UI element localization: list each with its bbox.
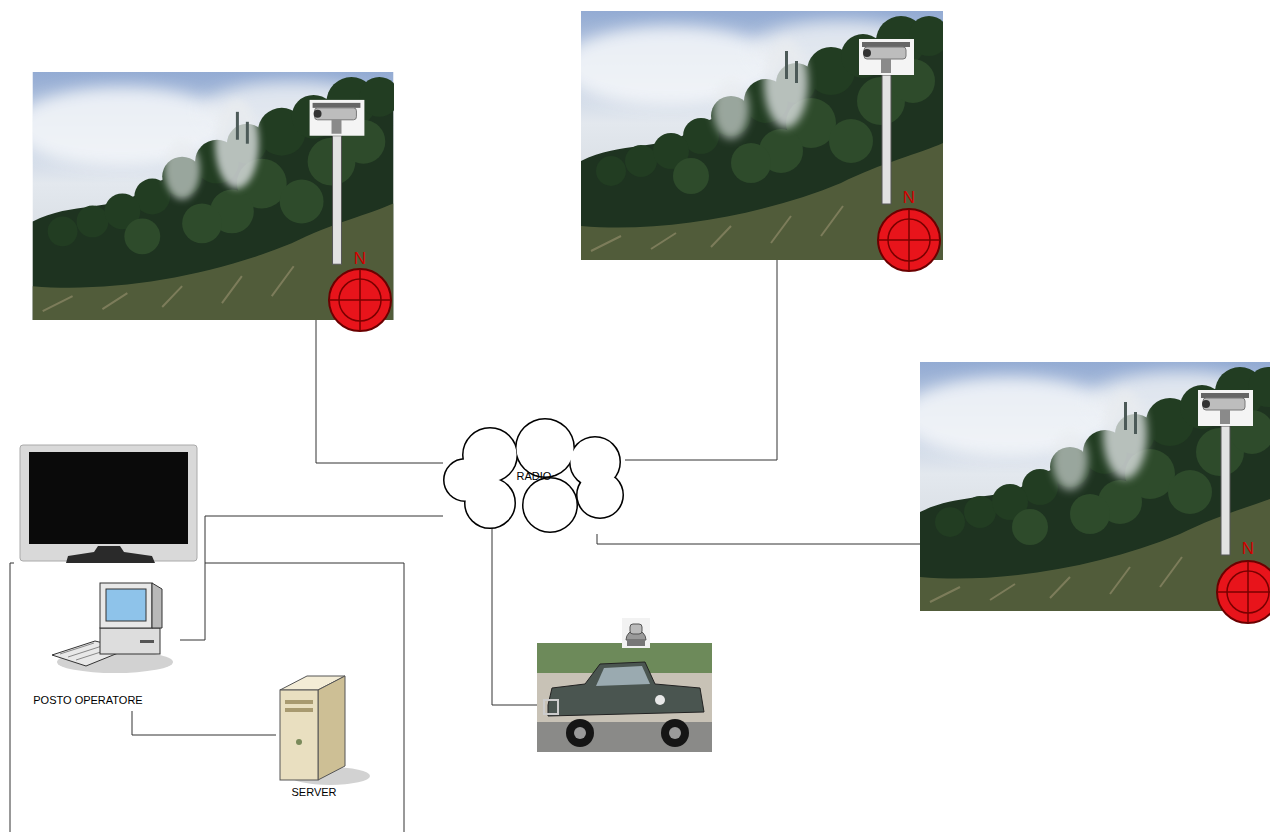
cloud-lobe (578, 473, 623, 518)
vehicle-camera-head (630, 624, 642, 634)
monitor-stand (66, 546, 155, 563)
cloud-lobe (445, 460, 486, 501)
wheel (661, 719, 689, 747)
pickup-window (596, 666, 650, 686)
radio-link-line (180, 516, 443, 640)
cloud-lobe (517, 420, 574, 477)
compass-symbol (329, 269, 391, 331)
camera-site: N (32, 72, 394, 320)
server: SERVER (276, 672, 352, 803)
monitor-screen (29, 452, 188, 544)
radio-link-line (625, 260, 777, 460)
wheel-hub (574, 727, 586, 739)
server-front (280, 690, 318, 780)
radio-link-line (597, 534, 920, 544)
server-bay (285, 708, 313, 712)
pc-case (100, 628, 160, 654)
camera-site: N (920, 362, 1270, 611)
radio-link-line (492, 522, 537, 705)
enclosure-line (205, 563, 404, 832)
compass-symbol (1217, 561, 1270, 623)
door-emblem (655, 695, 665, 705)
server-side (318, 676, 345, 780)
compass-symbol (878, 209, 940, 271)
pc-screen (106, 589, 146, 621)
bull-bar (544, 700, 558, 714)
vehicle-camera-base (627, 640, 645, 646)
cloud-lobe (524, 479, 577, 532)
north-label: N (345, 250, 375, 268)
monitor-frame (20, 445, 197, 561)
pickup-body (548, 662, 704, 716)
wheel-hub (669, 727, 681, 739)
vehicle-camera-panel (622, 618, 650, 648)
cloud-fill (578, 473, 623, 518)
cloud-fill (445, 460, 486, 501)
node-label: POSTO OPERATORE (30, 694, 146, 707)
pc-monitor-side (152, 583, 162, 628)
camera-site-photo (900, 362, 1270, 611)
radio-link-line (316, 320, 443, 463)
north-label: N (894, 189, 924, 207)
server-bay (285, 700, 313, 704)
vehicle-photo (537, 643, 712, 752)
operator-station: POSTO OPERATORE (30, 580, 180, 711)
node-label: SERVER (276, 786, 352, 799)
pc-monitor (100, 583, 152, 628)
camera-site: N (581, 11, 943, 260)
cloud-fill (517, 420, 574, 477)
node-label: RADIO (513, 470, 556, 483)
radio-link-line (132, 711, 276, 735)
wheel (566, 719, 594, 747)
server-button (296, 739, 302, 745)
radio-cloud: RADIO (443, 418, 625, 534)
north-label: N (1233, 540, 1263, 558)
enclosure-line (10, 563, 14, 832)
pc-drive (140, 640, 154, 643)
cloud-fill (524, 479, 577, 532)
